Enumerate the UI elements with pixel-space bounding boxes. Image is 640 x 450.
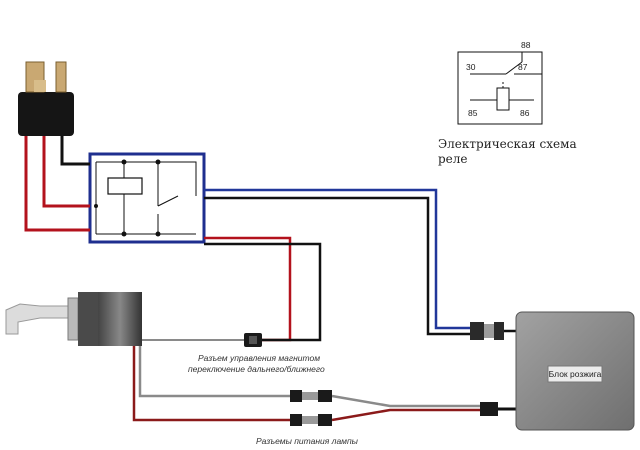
relay-schematic-caption: Электрическая схема реле [438, 137, 608, 167]
pin-label-88: 88 [521, 40, 531, 50]
h4-plug-connector [18, 61, 74, 136]
caption-line-2: реле [438, 152, 468, 166]
lamp-power-connectors-label: Разъемы питания лампы [256, 436, 359, 446]
relay-schematic: 88 30 87 85 86 [457, 40, 543, 125]
lamp-power-wires [132, 346, 480, 422]
magnet-connector [244, 333, 262, 347]
pin-label-87: 87 [518, 62, 528, 72]
xenon-bulb [5, 292, 142, 346]
relay-block [88, 152, 206, 244]
magnet-connector-label-line2: переключение дальнего/ближнего [188, 364, 325, 374]
magnet-control-wires [140, 236, 322, 342]
caption-line-1: Электрическая схема [438, 137, 577, 151]
ignition-unit: Блок розжига [515, 311, 635, 431]
ignition-unit-label: Блок розжига [549, 369, 602, 379]
ignition-signal-connector [470, 322, 516, 340]
plug-wires [24, 136, 90, 232]
pin-label-85: 85 [468, 108, 478, 118]
signal-wires [204, 188, 470, 336]
pin-label-30: 30 [466, 62, 476, 72]
ignition-power-connector [480, 402, 516, 416]
magnet-connector-label-line1: Разъем управления магнитом [198, 353, 320, 363]
pin-label-86: 86 [520, 108, 530, 118]
lamp-power-connectors [290, 390, 332, 426]
